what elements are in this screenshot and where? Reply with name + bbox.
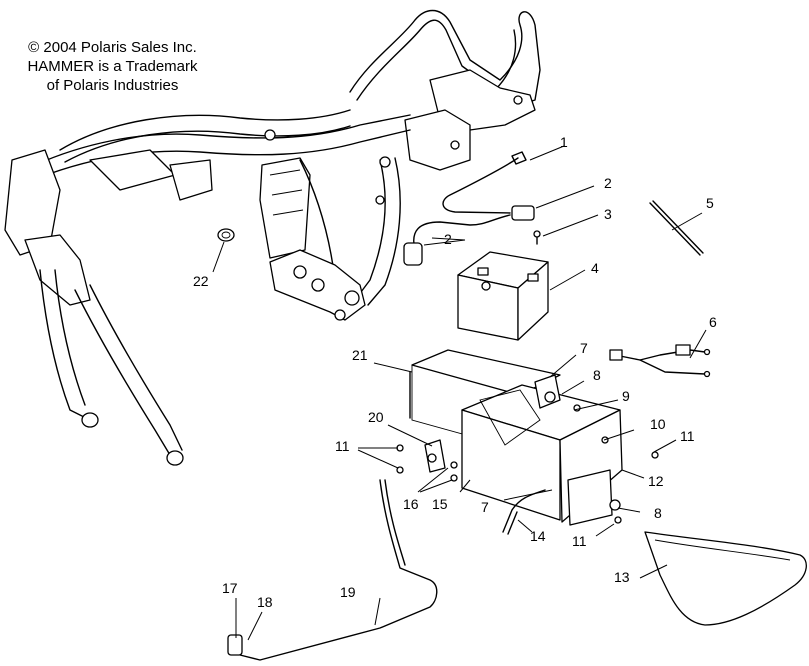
callout-18: 18 [257,594,273,610]
callout-7-lower: 7 [481,499,489,515]
callout-14: 14 [530,528,546,544]
callout-5: 5 [706,195,714,211]
callout-10: 10 [650,416,666,432]
grommet-22 [217,228,235,242]
callout-21: 21 [352,347,368,363]
vent-tube-19 [227,479,438,661]
callout-11-right: 11 [680,428,695,444]
callout-1: 1 [560,134,568,150]
harness-6 [609,344,711,378]
callout-11-bottom: 11 [572,533,587,549]
copyright-notice: © 2004 Polaris Sales Inc. HAMMER is a Tr… [0,38,225,95]
callout-15: 15 [432,496,448,512]
battery-tray-assembly [396,349,659,535]
copyright-line-3: of Polaris Industries [46,77,179,94]
callout-2-upper: 2 [604,175,612,191]
copyright-line-2: HAMMER is a Trademark [27,58,198,75]
copyright-line-1: © 2004 Polaris Sales Inc. [28,39,197,56]
callout-20: 20 [368,409,384,425]
battery-cables [403,151,535,266]
callout-11-left: 11 [335,438,350,454]
callout-7-upper: 7 [580,340,588,356]
callout-13: 13 [614,569,630,585]
callout-9: 9 [622,388,630,404]
callout-6: 6 [709,314,717,330]
callout-4: 4 [591,260,599,276]
callout-2-lower: 2 [444,231,452,247]
callout-8-lower: 8 [654,505,662,521]
callout-3: 3 [604,206,612,222]
seat-13 [644,531,807,626]
frame-drawing [4,9,541,466]
callout-22: 22 [193,273,209,289]
leader-lines [212,145,707,641]
callout-12: 12 [648,473,664,489]
callout-8-upper: 8 [593,367,601,383]
callout-17: 17 [222,580,238,596]
callout-labels: 1 2 2 3 4 5 6 7 7 8 8 9 10 11 11 11 12 1… [193,134,717,610]
battery-4 [457,251,549,341]
callout-16: 16 [403,496,419,512]
callout-19: 19 [340,584,356,600]
battery-screw-3 [533,230,541,245]
